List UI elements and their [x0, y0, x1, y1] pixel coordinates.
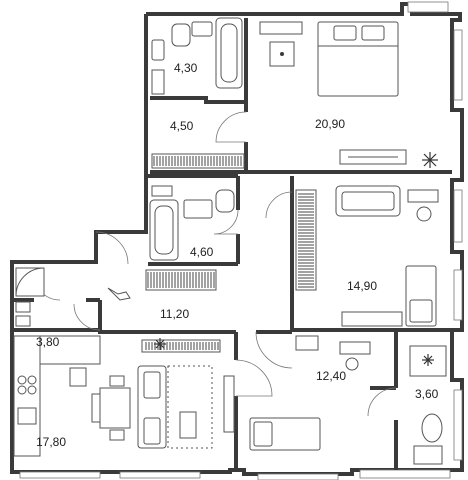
kitchen-upper	[39, 335, 101, 365]
coffee-table	[179, 411, 197, 439]
toilet	[421, 413, 443, 443]
cabinet	[151, 39, 165, 61]
console	[141, 339, 221, 353]
bathroom-1-fixtures	[151, 17, 243, 95]
tv-unit	[223, 375, 235, 433]
chair	[345, 357, 359, 371]
vanity	[269, 41, 295, 67]
sink	[191, 21, 213, 37]
plant	[422, 152, 438, 168]
shower	[15, 267, 45, 297]
sink	[413, 445, 443, 465]
windows	[19, 1, 463, 480]
area-label-bedroom-2: 14,90	[347, 279, 377, 293]
area-label-kitchen-living: 17,80	[36, 435, 66, 449]
shelf	[295, 335, 319, 351]
kitchen-counter	[13, 335, 41, 457]
bathroom-2-fixtures	[149, 185, 235, 261]
area-labels: 4,30 4,50 20,90 4,60 14,90 11,20 3,80 12…	[36, 61, 439, 449]
hatch-strips	[145, 156, 314, 350]
area-label-laundry: 3,80	[36, 335, 60, 349]
oven	[17, 407, 37, 425]
cabinet	[15, 315, 31, 327]
toilet-fixtures	[409, 345, 447, 465]
sink	[183, 199, 213, 219]
dining-table	[99, 387, 131, 429]
area-label-bathroom-1: 4,30	[174, 61, 198, 75]
sink	[15, 301, 31, 313]
area-label-bathroom-2: 4,60	[190, 245, 214, 259]
kitchen-furniture	[13, 335, 235, 457]
double-bed	[317, 21, 399, 97]
desk	[407, 189, 439, 203]
interior-walls	[12, 18, 452, 470]
desk	[339, 341, 371, 355]
bedroom-3-furniture	[249, 335, 371, 451]
fridge	[69, 367, 87, 387]
area-label-toilet: 3,60	[415, 387, 439, 401]
chair	[416, 206, 432, 222]
tv-stand	[341, 311, 403, 327]
washing-machine	[151, 69, 165, 95]
bedroom-1-furniture	[259, 21, 438, 168]
area-label-bedroom-3: 12,40	[316, 369, 346, 383]
toilet	[215, 189, 235, 213]
dog-icon	[107, 287, 131, 301]
dresser	[259, 21, 303, 35]
rug	[167, 365, 213, 449]
area-label-wardrobe: 4,50	[170, 119, 194, 133]
area-label-hall: 11,20	[160, 307, 189, 321]
laundry-fixtures	[15, 267, 45, 327]
toilet	[171, 23, 191, 47]
area-label-bedroom-1: 20,90	[315, 117, 345, 131]
bedroom-2-furniture	[295, 185, 439, 327]
shelf	[151, 185, 173, 197]
